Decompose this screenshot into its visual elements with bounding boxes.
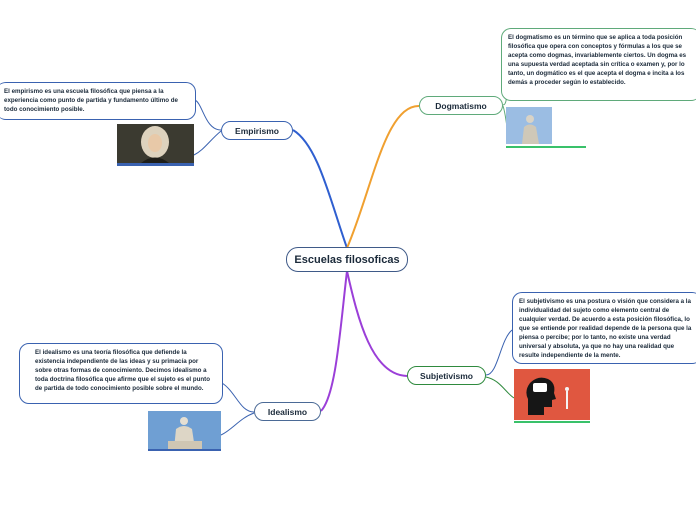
statue-icon <box>506 107 552 144</box>
note-empirismo[interactable]: El empirismo es una escuela filosófica q… <box>0 82 196 120</box>
note-idealismo[interactable]: El idealismo es una teoría filosófica qu… <box>19 343 223 404</box>
central-topic-label: Escuelas filosoficas <box>294 253 400 266</box>
head-silhouette-icon <box>514 369 590 420</box>
topic-empirismo-label: Empirismo <box>235 125 279 136</box>
topic-dogmatismo[interactable]: Dogmatismo <box>419 96 503 115</box>
portrait-icon <box>117 124 194 163</box>
branch-line-idealismo <box>320 270 348 412</box>
image-line-empirismo <box>193 130 222 156</box>
topic-subjetivismo[interactable]: Subjetivismo <box>407 366 486 385</box>
dogmatismo-image-underline <box>506 146 586 148</box>
dogmatismo-statue-image[interactable] <box>506 107 552 144</box>
note-line-subjetivismo <box>485 329 513 376</box>
branch-line-dogmatismo <box>346 104 420 249</box>
idealismo-image-underline <box>148 449 221 451</box>
topic-subjetivismo-label: Subjetivismo <box>420 370 473 381</box>
empirismo-portrait-image[interactable] <box>117 124 194 165</box>
topic-empirismo[interactable]: Empirismo <box>221 121 293 140</box>
topic-idealismo[interactable]: Idealismo <box>254 402 321 421</box>
central-topic[interactable]: Escuelas filosoficas <box>286 247 408 272</box>
note-subjetivismo-text: El subjetivismo es una postura o visión … <box>519 298 692 359</box>
topic-dogmatismo-label: Dogmatismo <box>435 100 487 111</box>
image-line-subjetivismo <box>485 376 515 399</box>
note-empirismo-text: El empirismo es una escuela filosófica q… <box>4 88 178 113</box>
note-line-idealismo <box>221 382 255 413</box>
note-idealismo-text: El idealismo es una teoría filosófica qu… <box>35 349 210 392</box>
note-dogmatismo[interactable]: El dogmatismo es un término que se aplic… <box>501 28 696 101</box>
statue-icon <box>148 411 221 449</box>
branch-line-empirismo <box>292 129 348 249</box>
idealismo-statue-image[interactable] <box>148 411 221 449</box>
note-subjetivismo[interactable]: El subjetivismo es una postura o visión … <box>512 292 696 364</box>
note-line-empirismo <box>194 99 222 131</box>
subjetivismo-head-image[interactable] <box>514 369 590 420</box>
image-line-idealismo <box>220 412 255 436</box>
empirismo-image-underline <box>117 164 194 166</box>
topic-idealismo-label: Idealismo <box>267 406 308 417</box>
subjetivismo-image-underline <box>514 421 590 423</box>
note-dogmatismo-text: El dogmatismo es un término que se aplic… <box>508 34 687 86</box>
branch-line-subjetivismo <box>346 270 408 377</box>
